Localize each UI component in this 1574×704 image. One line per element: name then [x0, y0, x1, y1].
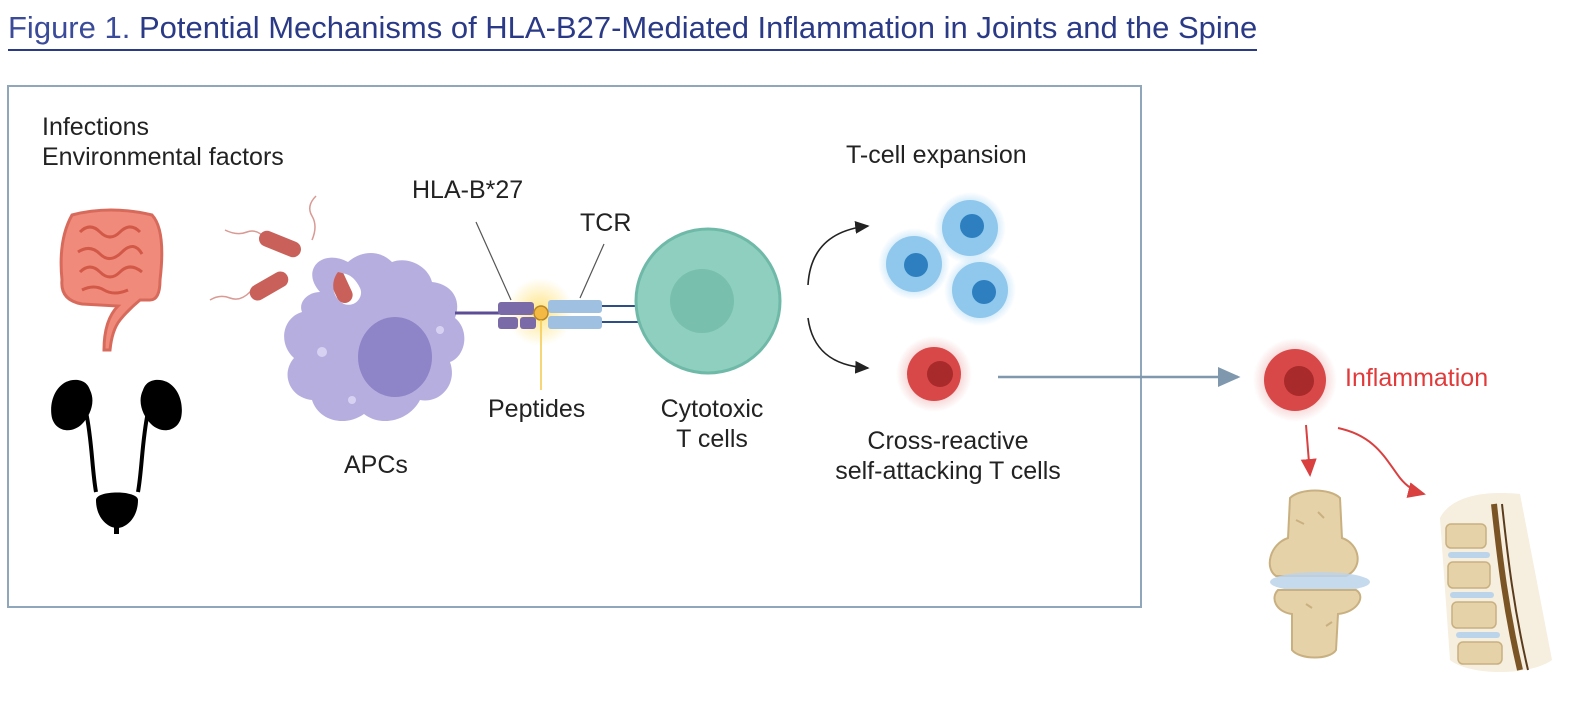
label-cytotoxic-line2: T cells: [676, 425, 748, 453]
label-apcs: APCs: [344, 451, 408, 479]
knee-joint-icon: [1268, 489, 1370, 659]
arrow-to-expansion: [807, 220, 870, 286]
intestine-icon: [59, 208, 164, 352]
label-tcr: TCR: [580, 209, 632, 237]
expanded-t-cells: [878, 192, 1016, 326]
label-cross-reactive-t-cells: Cross-reactive self-attacking T cells: [812, 426, 1084, 486]
label-inflammation: Inflammation: [1345, 364, 1489, 392]
label-cross-line2: self-attacking T cells: [835, 457, 1061, 485]
self-attacking-t-cell: [896, 336, 972, 412]
inflammation-cell: [1253, 338, 1337, 422]
label-infections: Infections: [42, 113, 150, 141]
bacteria-icon: [209, 195, 353, 303]
label-cross-line1: Cross-reactive: [867, 427, 1029, 455]
arrow-to-knee: [1300, 424, 1317, 477]
mechanism-box: [7, 85, 1142, 608]
apc-cell: [284, 253, 465, 422]
label-cytotoxic-line1: Cytotoxic: [660, 395, 764, 423]
hla-tcr-complex: [455, 221, 652, 390]
urinary-tract-icon: [51, 379, 182, 534]
figure-title-text: Potential Mechanisms of HLA-B27-Mediated…: [138, 10, 1258, 45]
label-hla-b27: HLA-B*27: [412, 176, 524, 204]
label-environmental-factors: Environmental factors: [42, 143, 284, 171]
figure-number: Figure 1.: [8, 10, 131, 45]
label-cytotoxic-t-cells: Cytotoxic T cells: [640, 394, 784, 454]
cytotoxic-t-cell: [634, 227, 782, 375]
spine-icon: [1440, 493, 1552, 672]
arrow-to-spine: [1337, 427, 1426, 498]
label-peptides: Peptides: [488, 395, 586, 423]
label-t-cell-expansion: T-cell expansion: [846, 141, 1027, 169]
figure-title: Figure 1. Potential Mechanisms of HLA-B2…: [8, 8, 1258, 51]
arrow-to-self-attacking: [807, 317, 870, 374]
